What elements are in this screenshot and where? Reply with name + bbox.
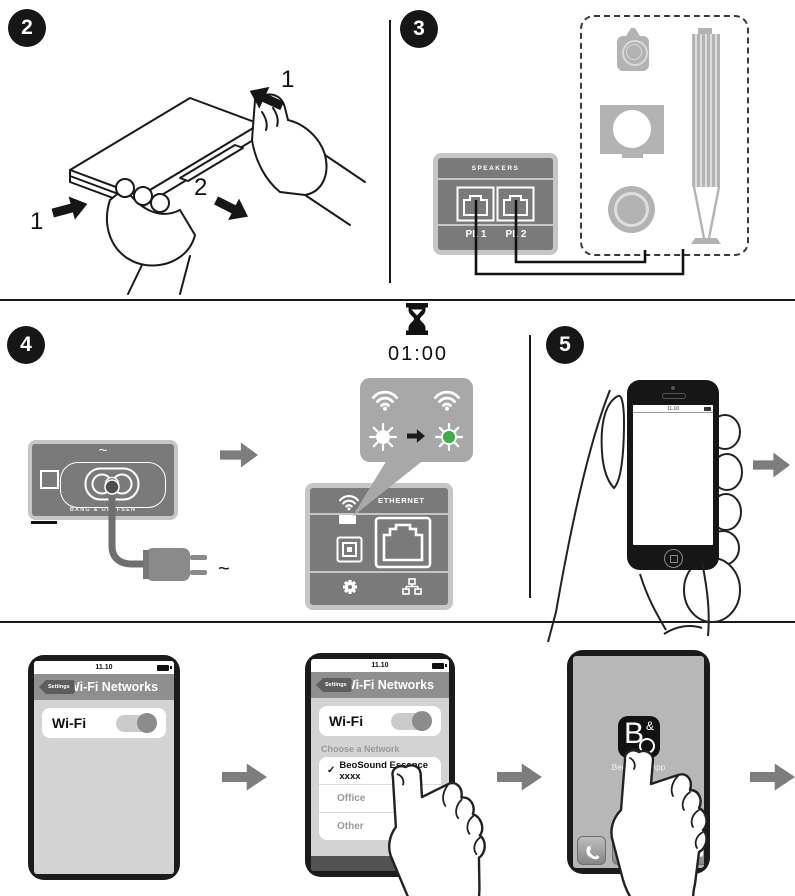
nav-bar: Settings Wi-Fi Networks: [34, 674, 174, 700]
status-time: 11.10: [371, 662, 389, 669]
wifi-toggle[interactable]: [116, 713, 157, 733]
wifi-row[interactable]: Wi-Fi: [319, 706, 441, 736]
choose-network-heading: Choose a Network: [321, 744, 400, 754]
status-bar: 11.10: [34, 661, 174, 674]
pointing-hand: [388, 764, 496, 896]
vertical-divider: [389, 20, 391, 283]
status-bar: 11.10: [311, 659, 449, 672]
panel-edge-mark: [31, 521, 57, 524]
wifi-toggle[interactable]: [391, 711, 432, 731]
phone-screen: 11.10: [633, 405, 713, 545]
wifi-icon: [433, 390, 461, 411]
wifi-icon: [371, 390, 399, 411]
push-step-number: 1: [30, 208, 44, 235]
device-attach-illustration: [69, 93, 366, 295]
gear-icon: [343, 580, 357, 594]
wifi-label: Wi-Fi: [52, 715, 87, 731]
horizontal-divider: [0, 299, 795, 301]
network-name: Other: [337, 821, 364, 832]
power-panel: ~ BANG & OLUFSEN: [28, 440, 178, 520]
toggle-knob: [137, 713, 157, 733]
port-label-pl1: PL 1: [465, 229, 487, 240]
speaker-small-mount: [626, 28, 640, 36]
brand-label: BANG & OLUFSEN: [69, 507, 137, 513]
settings-back-button[interactable]: Settings: [39, 680, 75, 694]
battery-icon: [432, 662, 447, 669]
battery-icon: [704, 407, 711, 411]
power-link-jack-icon: [456, 186, 495, 222]
logo-ampersand: &: [645, 719, 654, 733]
network-name: Office: [337, 793, 366, 804]
port-label-pl2: PL 2: [505, 229, 527, 240]
wifi-row[interactable]: Wi-Fi: [42, 708, 166, 738]
phone-app-icon[interactable]: [577, 836, 606, 865]
settings-back-button[interactable]: Settings: [316, 678, 352, 692]
holding-hand-front: [547, 389, 710, 643]
checkmark-icon: ✓: [327, 765, 336, 776]
wifi-label: Wi-Fi: [329, 713, 364, 729]
wifi-led-callout-bubble: [360, 378, 473, 462]
step-3-badge: 3: [400, 10, 438, 48]
step-5-badge: 5: [546, 326, 584, 364]
next-arrow-icon: [222, 763, 267, 791]
pointing-hand: [610, 749, 708, 896]
phone-wifi-settings: 11.10 Settings Wi-Fi Networks Wi-Fi: [28, 655, 180, 880]
status-time: 11.10: [95, 664, 113, 671]
network-row-other[interactable]: Other: [319, 812, 441, 840]
step-2-badge: 2: [8, 9, 46, 47]
speaker-mid-foot: [622, 154, 643, 158]
ethernet-panel: ETHERNET: [305, 483, 453, 610]
network-name: BeoSound Essence xxxx: [339, 759, 429, 782]
speaker-column-base: [690, 238, 722, 244]
ethernet-jack-icon: [374, 516, 432, 569]
wifi-status-led: [339, 515, 356, 524]
speaker-small-silhouette: [617, 36, 649, 71]
horizontal-divider: [0, 621, 795, 623]
camera-dot: [671, 386, 675, 390]
smartphone: 11.10: [627, 380, 719, 570]
phone-icon: [585, 845, 599, 859]
nav-title: Wi-Fi Networks: [343, 678, 435, 692]
speakers-panel-title: SPEAKERS: [471, 164, 520, 172]
push-step-number: 1: [281, 66, 295, 93]
led-starburst-green-icon: [434, 422, 464, 452]
nav-title: Wi-Fi Networks: [67, 680, 159, 694]
speaker-round-silhouette: [608, 186, 655, 233]
speaker-column-cap: [698, 28, 712, 34]
toggle-knob: [412, 711, 432, 731]
nav-bar: Settings Wi-Fi Networks: [311, 672, 449, 698]
speaker-column-silhouette: [692, 34, 720, 187]
state-change-arrow-icon: [407, 429, 425, 443]
next-arrow-icon: [750, 763, 795, 791]
battery-icon: [157, 664, 172, 671]
speakers-panel: SPEAKERS PL 1 PL 2: [433, 153, 558, 255]
setup-button[interactable]: [336, 536, 363, 563]
ac-symbol-plug: ~: [218, 558, 230, 580]
earpiece-slit: [662, 393, 686, 399]
status-time: 11.10: [666, 405, 680, 412]
power-switch-square: [40, 470, 59, 489]
ac-symbol: ~: [98, 442, 108, 459]
hourglass-icon: [406, 303, 428, 335]
ethernet-label: ETHERNET: [378, 496, 425, 505]
network-row-beosound[interactable]: ✓ BeoSound Essence xxxx: [319, 757, 441, 784]
step-4-badge: 4: [7, 326, 45, 364]
speaker-mid-silhouette: [600, 105, 664, 154]
next-arrow-icon: [220, 442, 258, 468]
timer-value: 01:00: [387, 343, 449, 365]
slide-step-number: 2: [194, 174, 208, 201]
power-link-jack-icon: [496, 186, 535, 222]
network-icon: [402, 578, 422, 595]
vertical-divider: [529, 335, 531, 598]
home-button[interactable]: [664, 549, 683, 568]
network-row-office[interactable]: Office: [319, 784, 441, 812]
led-starburst-white-icon: [368, 422, 398, 452]
wifi-icon: [338, 494, 360, 511]
phone-choose-network: 11.10 Settings Wi-Fi Networks Wi-Fi Choo…: [305, 653, 455, 877]
figure8-power-socket: [84, 467, 140, 501]
